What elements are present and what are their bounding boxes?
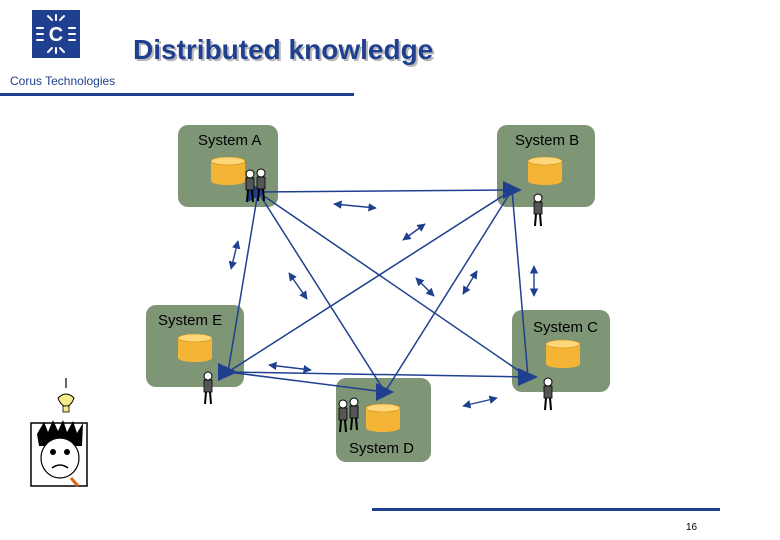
page-number: 16 bbox=[686, 522, 698, 533]
confused-person-icon bbox=[30, 378, 88, 487]
connector-b-c bbox=[511, 189, 529, 378]
person-icon bbox=[338, 399, 348, 433]
logo-mark-icon: C bbox=[32, 10, 80, 58]
person-icon bbox=[349, 397, 359, 431]
system-b-database-icon bbox=[527, 156, 563, 186]
node-b-icon bbox=[503, 181, 522, 199]
system-d-database-icon bbox=[365, 403, 401, 433]
connector-e-c bbox=[227, 371, 529, 378]
arrow-icon bbox=[228, 240, 241, 270]
connection-nodes bbox=[218, 181, 538, 401]
footer-rule bbox=[372, 508, 720, 511]
system-a-database-icon bbox=[210, 156, 246, 186]
person-icon bbox=[543, 377, 553, 411]
connector-a-b bbox=[257, 189, 513, 193]
arrow-icon bbox=[402, 223, 426, 241]
arrow-icon bbox=[462, 270, 478, 295]
node-c-icon bbox=[518, 368, 538, 386]
connector-a-e bbox=[227, 191, 259, 373]
system-c-label: System C bbox=[533, 319, 599, 336]
node-e-icon bbox=[218, 363, 238, 381]
arrow-icon bbox=[288, 272, 308, 300]
logo-letter: C bbox=[49, 24, 63, 46]
system-e-database-icon bbox=[177, 333, 213, 363]
page-title: Distributed knowledge bbox=[133, 34, 434, 65]
interaction-arrows bbox=[228, 200, 539, 409]
company-name: Corus Technologies bbox=[10, 74, 116, 88]
system-a-label: System A bbox=[198, 132, 262, 149]
connector-a-d bbox=[257, 191, 386, 393]
system-e-label: System E bbox=[158, 312, 223, 329]
lightbulb-icon bbox=[57, 393, 75, 407]
arrow-icon bbox=[462, 395, 498, 409]
connection-lines bbox=[227, 189, 529, 393]
connector-b-d bbox=[384, 189, 513, 393]
system-d-label: System D bbox=[349, 440, 415, 457]
arrow-icon bbox=[333, 200, 377, 212]
header-rule bbox=[0, 93, 354, 96]
arrow-icon bbox=[415, 277, 435, 297]
person-icon bbox=[533, 193, 543, 227]
connector-a-c bbox=[257, 191, 529, 378]
connector-b-e bbox=[227, 189, 513, 373]
system-b-label: System B bbox=[515, 132, 580, 149]
system-c-database-icon bbox=[545, 339, 581, 369]
corus-logo: C bbox=[32, 10, 80, 58]
arrow-icon bbox=[268, 361, 312, 374]
node-d-icon bbox=[376, 383, 394, 401]
connector-e-d bbox=[227, 371, 386, 393]
person-icon bbox=[203, 371, 213, 405]
